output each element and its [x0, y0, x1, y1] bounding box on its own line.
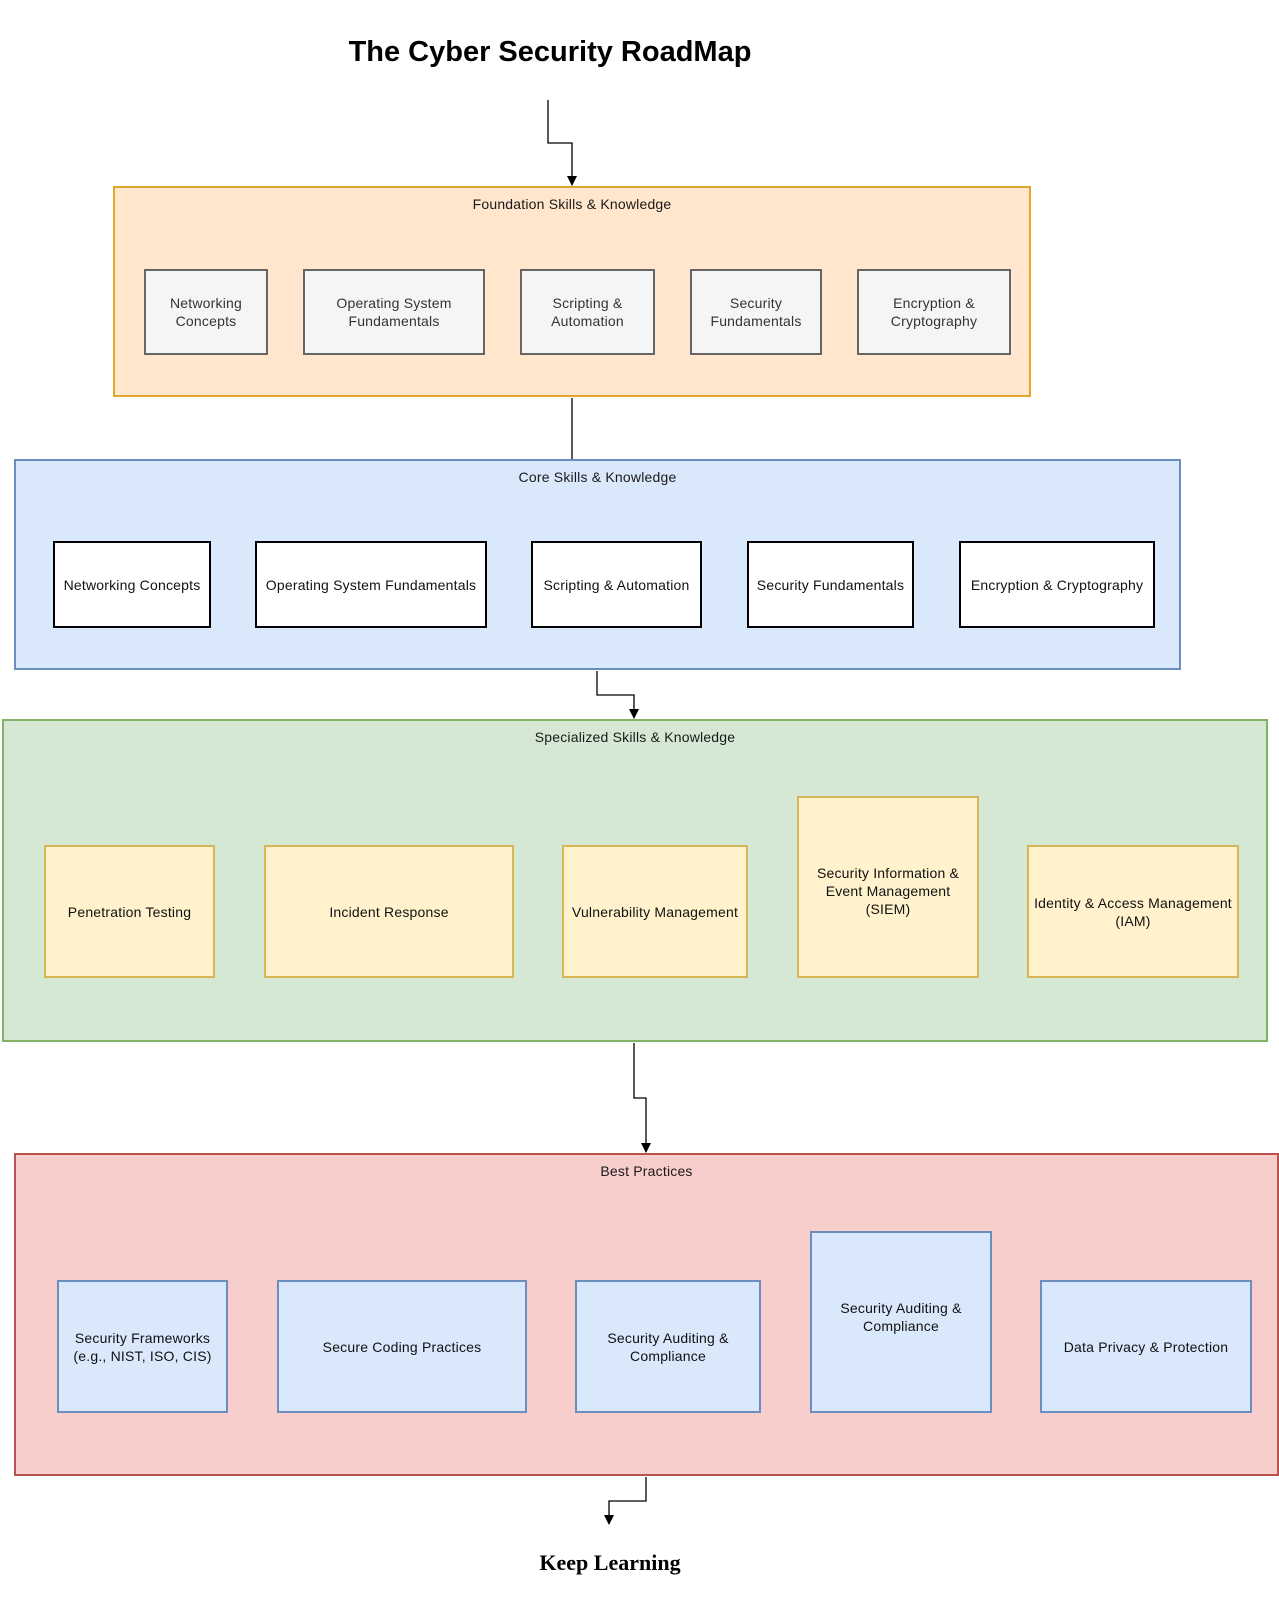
page-title: The Cyber Security RoadMap — [348, 35, 752, 68]
core-item-os[interactable]: Operating System Fundamentals — [255, 541, 487, 628]
foundation-item-security[interactable]: Security Fundamentals — [690, 269, 822, 355]
best-item-auditing-2[interactable]: Security Auditing & Compliance — [810, 1231, 992, 1413]
arrow-title-to-foundation — [547, 100, 577, 186]
best-item-secure-coding[interactable]: Secure Coding Practices — [277, 1280, 527, 1413]
specialized-item-siem[interactable]: Security Information & Event Management … — [797, 796, 979, 978]
best-item-data-privacy[interactable]: Data Privacy & Protection — [1040, 1280, 1252, 1413]
foundation-item-encryption[interactable]: Encryption & Cryptography — [857, 269, 1011, 355]
specialized-item-vulnerability[interactable]: Vulnerability Management — [562, 845, 748, 978]
specialized-item-iam[interactable]: Identity & Access Management (IAM) — [1027, 845, 1239, 978]
specialized-item-pentest[interactable]: Penetration Testing — [44, 845, 215, 978]
section-title-specialized: Specialized Skills & Knowledge — [534, 729, 736, 745]
core-item-networking[interactable]: Networking Concepts — [53, 541, 211, 628]
core-item-security[interactable]: Security Fundamentals — [747, 541, 914, 628]
arrow-core-to-specialized — [596, 671, 639, 719]
specialized-item-incident[interactable]: Incident Response — [264, 845, 514, 978]
core-item-encryption[interactable]: Encryption & Cryptography — [959, 541, 1155, 628]
arrow-best-to-footer — [604, 1477, 647, 1525]
best-item-frameworks[interactable]: Security Frameworks (e.g., NIST, ISO, CI… — [57, 1280, 228, 1413]
foundation-item-os[interactable]: Operating System Fundamentals — [303, 269, 485, 355]
best-item-auditing[interactable]: Security Auditing & Compliance — [575, 1280, 761, 1413]
foundation-item-networking[interactable]: Networking Concepts — [144, 269, 268, 355]
foundation-item-scripting[interactable]: Scripting & Automation — [520, 269, 655, 355]
arrow-specialized-to-best — [633, 1043, 651, 1153]
section-title-best: Best Practices — [600, 1163, 693, 1179]
footer-keep-learning: Keep Learning — [539, 1550, 681, 1575]
core-item-scripting[interactable]: Scripting & Automation — [531, 541, 702, 628]
section-title-core: Core Skills & Knowledge — [518, 469, 677, 485]
section-title-foundation: Foundation Skills & Knowledge — [472, 196, 672, 212]
